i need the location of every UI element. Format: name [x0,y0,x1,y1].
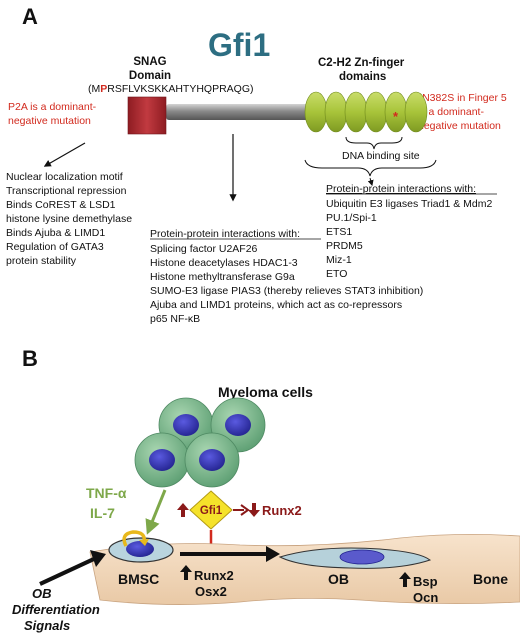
snag-function-7: protein stability [6,255,77,267]
cytokine-arrow [145,489,167,535]
p2a-note-line1: P2A is a dominant- [8,101,97,113]
middle-partner-4: SUMO-E3 ligase PIAS3 (thereby relieves S… [150,285,423,297]
zf-list-header: Protein-protein interactions with: [326,183,476,195]
snag-title-line1: SNAG [133,56,166,68]
middle-partner-2: Histone deacetylases HDAC1-3 [150,257,298,269]
snag-title-line2: Domain [129,70,171,82]
finger5-mutation-mark: * [393,109,399,124]
snag-function-3: Binds CoREST & LSD1 [6,199,116,211]
bone-surface [89,534,520,605]
snag-seq-rest: RSFLVKSKKAHTYHQPRAQG) [107,83,253,95]
zinc-finger-domains [304,91,428,133]
bsp-up-arrow [399,572,411,587]
bmsc-label: BMSC [118,571,159,587]
zinc-finger-3 [344,91,368,133]
n382s-note-line3: negative mutation [418,120,501,132]
protein-title: Gfi1 [208,27,270,63]
bmsc-signal-curl [122,530,147,547]
zinc-finger-2 [324,91,348,133]
ob-signals-line3: Signals [24,618,70,633]
zf-title-line1: C2-H2 Zn-finger [318,57,405,69]
middle-partner-1: Splicing factor U2AF26 [150,243,258,255]
zf-partner-1: Ubiquitin E3 ligases Triad1 & Mdm2 [326,198,492,210]
p2a-note-line2: negative mutation [8,115,91,127]
runx2-down-arrow [248,503,260,517]
il7-label: IL-7 [90,505,115,521]
protein-backbone-bar [166,104,316,120]
snag-seq-mutation: P [100,83,107,95]
zf-partner-4: PRDM5 [326,240,363,252]
tnf-alpha-label: TNF-α [86,485,127,501]
panel-b-label: B [22,346,38,371]
middle-partner-6: p65 NF-κB [150,313,200,325]
zf-arrow [367,177,374,187]
n382s-note-line2: is a dominant- [418,106,484,118]
zinc-finger-4 [364,91,388,133]
bone-label: Bone [473,571,508,587]
ob-signals-line1: OB [32,586,52,601]
middle-partner-5: Ajuba and LIMD1 proteins, which act as c… [150,299,402,311]
snag-function-5: Binds Ajuba & LIMD1 [6,227,105,239]
osx2-label: Osx2 [195,584,227,599]
bsp-label: Bsp [413,574,438,589]
snag-function-2: Transcriptional repression [6,185,127,197]
zf-partner-5: Miz-1 [326,254,352,266]
snag-sequence: (MPRSFLVKSKKAHTYHQPRAQG) [88,83,254,95]
zf-partner-6: ETO [326,268,347,280]
ob-nucleus [339,549,385,565]
myeloma-cells [134,397,266,488]
middle-list-header: Protein-protein interactions with: [150,228,300,240]
snag-domain-box [127,96,167,135]
zf-partner-3: ETS1 [326,226,352,238]
ob-signal-arrow [39,556,97,586]
dna-binding-brace [345,136,403,150]
runx2-up-label: Runx2 [194,568,234,583]
zf-interaction-brace [304,159,437,177]
gfi1-diamond [189,490,233,530]
dna-binding-label: DNA binding site [342,150,420,162]
myeloma-nucleus-3 [149,449,175,471]
gfi1-up-arrow-shape [177,503,189,517]
bmsc-signal-curl-head [139,539,149,546]
panel-a-label: A [22,4,38,29]
myeloma-nucleus-1 [173,414,199,436]
gfi1-label: Gfi1 [200,505,223,517]
snag-arrow [43,142,86,167]
ob-signals-line2: Differentiation [12,602,100,617]
n382s-note-line1: *N382S in Finger 5 [418,92,507,104]
snag-seq-prefix: (M [88,83,100,95]
bmsc-nucleus [126,541,154,557]
runx2-up-arrow [180,565,192,580]
zinc-finger-6 [404,91,428,133]
zf-title-line2: domains [339,71,386,83]
ob-signal-arrowhead [90,550,106,567]
snag-function-4: histone lysine demethylase [6,213,132,225]
ocn-label: Ocn [413,590,438,605]
myeloma-label: Myeloma cells [218,384,313,400]
snag-function-6: Regulation of GATA3 [6,241,104,253]
myeloma-nucleus-2 [225,414,251,436]
differentiation-arrowhead [266,546,280,562]
myeloma-nucleus-4 [199,449,225,471]
middle-partner-3: Histone methyltransferase G9a [150,271,295,283]
runx2-down-label: Runx2 [262,503,302,518]
zinc-finger-1 [304,91,328,133]
snag-function-1: Nuclear localization motif [6,171,123,183]
zf-partner-2: PU.1/Spi-1 [326,212,377,224]
ob-label: OB [328,571,349,587]
